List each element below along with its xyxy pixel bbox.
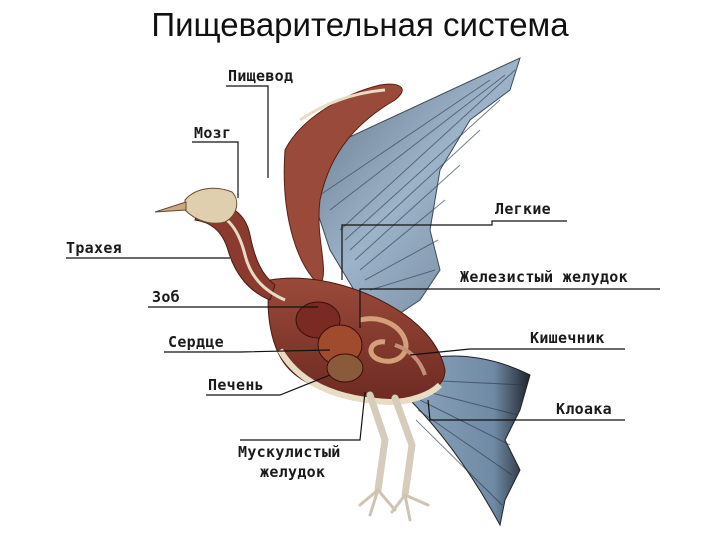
label-crop: Зоб [152,288,180,306]
label-intestine: Кишечник [530,329,605,347]
label-liver: Печень [208,376,264,394]
label-brain: Мозг [194,124,231,142]
bird-head [185,188,237,223]
label-trachea: Трахея [66,239,122,257]
label-heart: Сердце [168,333,224,351]
label-cloaca: Клоака [556,400,612,418]
label-gizzard-line2: желудок [260,463,325,481]
bird-feet [360,490,428,520]
label-glandular-stomach: Железистый желудок [460,268,628,286]
label-gizzard-line1: Мускулистый [238,443,341,461]
label-esophagus: Пищевод [228,67,293,85]
liver-organ [327,354,363,382]
bird-legs [370,395,412,495]
bird-beak [155,202,186,212]
label-lungs: Легкие [495,200,551,218]
